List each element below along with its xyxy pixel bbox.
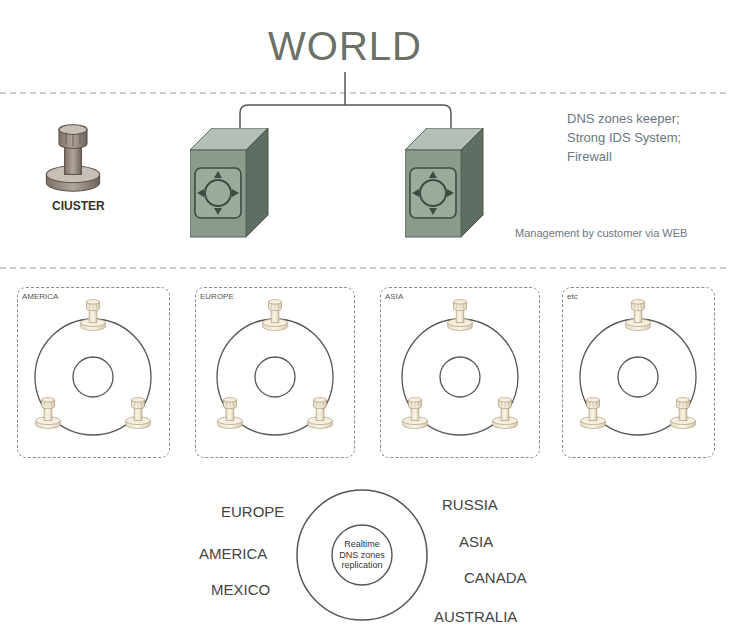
replication-circle: Realtime DNS zones replication (331, 524, 393, 586)
region-box: EUROPE (195, 287, 355, 458)
cluster-icon (46, 125, 99, 192)
region-name: etc (563, 288, 714, 301)
cluster-ring (402, 300, 518, 435)
cluster-label: CIUSTER (52, 199, 105, 213)
management-note: Management by customer via WEB (515, 227, 687, 239)
diagram-title: WORLD (264, 24, 426, 69)
region-name: AMERICA (18, 288, 169, 301)
replication-ring (297, 490, 427, 620)
region-label: CANADA (464, 569, 527, 586)
feature-note: DNS zones keeper; (567, 111, 680, 126)
region-label: EUROPE (221, 503, 284, 520)
server-box (190, 128, 268, 237)
circle-outline (332, 525, 392, 585)
circle-text: Realtime DNS zones replication (339, 539, 385, 570)
region-label: ASIA (459, 533, 493, 550)
server-box (405, 128, 483, 237)
cluster-ring (580, 300, 696, 435)
region-name: EUROPE (196, 288, 354, 301)
region-label: MEXICO (211, 581, 270, 598)
dashed-separators (0, 93, 729, 268)
cluster-ring (35, 300, 151, 435)
cluster-ring (217, 300, 333, 435)
region-label: AMERICA (199, 545, 267, 562)
region-box: AMERICA (17, 287, 170, 458)
region-box: etc (562, 287, 715, 458)
uplink-wire (240, 72, 451, 130)
region-label: AUSTRALIA (434, 608, 517, 625)
region-name: ASIA (381, 288, 539, 301)
feature-note: Strong IDS System; (567, 130, 681, 145)
region-box: ASIA (380, 287, 540, 458)
feature-note: Firewall (567, 149, 612, 164)
region-label: RUSSIA (442, 496, 498, 513)
